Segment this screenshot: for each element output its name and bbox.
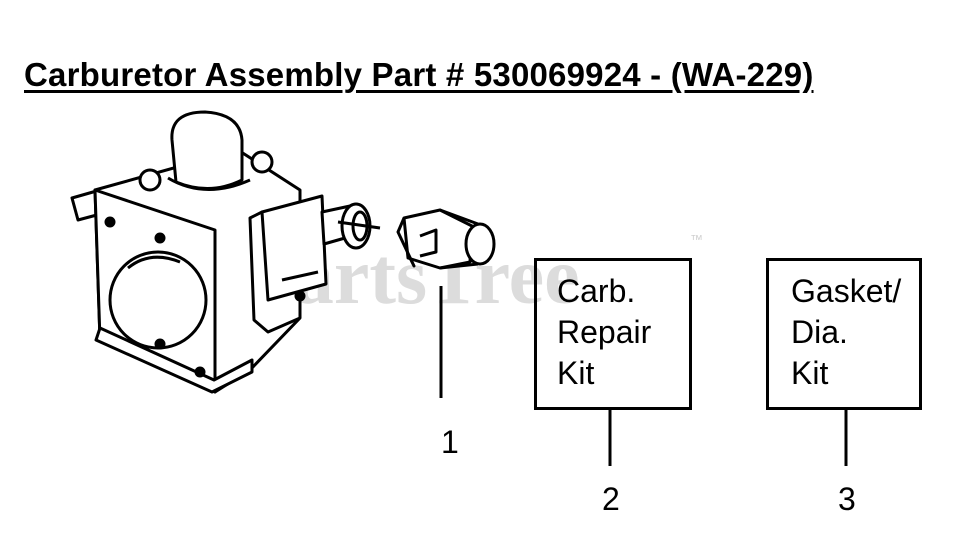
carburetor-body — [70, 110, 381, 394]
kit-label-line: Carb. — [557, 273, 636, 309]
callout-number-1: 1 — [441, 424, 459, 460]
kit-label-line: Kit — [791, 355, 829, 391]
kit-label-line: Repair — [557, 314, 652, 350]
gasket-dia-kit-box: Gasket/ Dia. Kit — [766, 258, 922, 410]
kit-label-line: Gasket/ — [791, 273, 902, 309]
callout-number-2: 2 — [602, 481, 620, 517]
part-1-fitting — [396, 208, 496, 270]
callout-number-3: 3 — [838, 481, 856, 517]
carb-repair-kit-box: Carb. Repair Kit — [534, 258, 692, 410]
kit-label-line: Kit — [557, 355, 595, 391]
kit-label-line: Dia. — [791, 314, 848, 350]
diagram-title: Carburetor Assembly Part # 530069924 - (… — [24, 56, 814, 93]
watermark-trademark: ™ — [690, 232, 703, 247]
